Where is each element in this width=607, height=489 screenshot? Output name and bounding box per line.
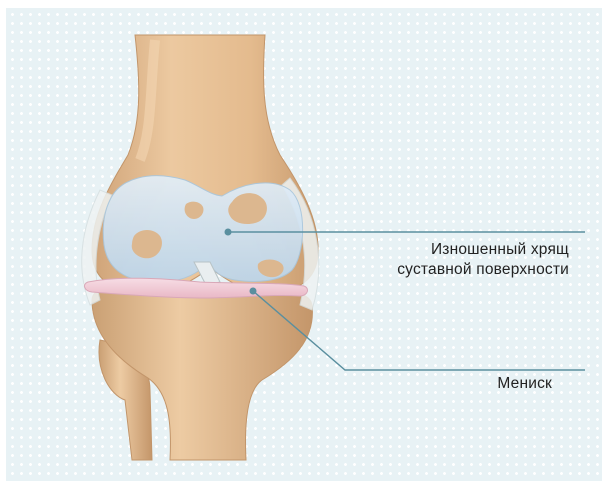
- cartilage-label: Изношенный хрящ суставной поверхности: [329, 240, 569, 280]
- meniscus-label: Мениск: [352, 374, 552, 394]
- cartilage-pointer-dot: [225, 229, 232, 236]
- cartilage-label-line2: суставной поверхности: [329, 260, 569, 280]
- meniscus-pointer-dot: [250, 288, 257, 295]
- meniscus-label-text: Мениск: [352, 374, 552, 394]
- cartilage-label-line1: Изношенный хрящ: [329, 240, 569, 260]
